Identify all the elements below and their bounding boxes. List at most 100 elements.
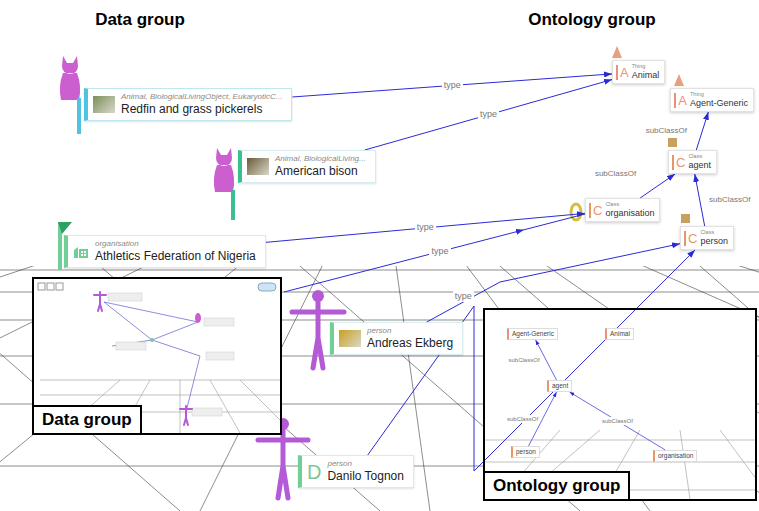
group-label: Ontology group [483,471,630,501]
class-label: person [516,448,536,456]
edge-label: subClassOf [644,126,689,136]
class-label: person [700,236,728,247]
view-button [56,283,63,290]
mini-node [150,338,154,342]
kind-label: Class [605,201,654,208]
view-button [38,283,45,290]
group-title: Ontology group [528,10,655,30]
node-label: Redfin and grass pickerels [121,102,282,117]
node-label: Andreas Ekberg [367,336,453,351]
subclass-edge [695,174,705,226]
type-edge [365,80,612,150]
group-label: Data group [32,405,142,435]
instance-card: personAndreas Ekberg [330,322,463,355]
type-letter: D [307,461,321,483]
view-button [47,283,54,290]
node-label: American bison [275,164,366,179]
edge-label: type [415,222,436,233]
inset-ground [483,308,757,501]
animal-figure [60,56,80,100]
class-card: AThingAnimal [612,60,665,84]
type-label: person [367,326,453,336]
type-label: organisation [95,239,256,249]
class-label: Animal [632,70,660,81]
kind-label: Class [700,229,728,236]
mini-class-card: agent [547,380,572,392]
type-line [284,214,585,292]
class-label: Animal [610,330,630,338]
type-label: Animal, BiologicalLivingObject, Eukaryot… [121,92,282,102]
edge-label: type [453,291,474,302]
type-label: person [327,459,404,469]
figure-stand [77,98,81,134]
edge-label: subClassOf [600,417,635,425]
instance-card: Animal, BiologicalLivingObject, Eukaryot… [84,88,292,121]
class-card: AThingAgent-Generic [670,88,754,112]
inset-panel: Ontology group Agent-Generic Animal agent pe… [483,308,757,501]
thumbnail-image [247,158,269,175]
type-edge [427,244,680,322]
class-card: CClassorganisation [585,198,660,222]
thumbnail-image [93,96,115,113]
mini-card [108,293,142,301]
animal-figure [214,148,234,192]
edge-label: type [442,80,463,91]
type-label: Animal, BiologicalLiving... [275,154,366,164]
node-label: Danilo Tognon [327,469,404,484]
instance-card: organisationAthletics Federation of Nige… [64,235,266,268]
instance-card: Animal, BiologicalLiving...American biso… [238,150,376,183]
class-label: organisation [658,452,693,460]
inset-ground [32,277,282,435]
mini-class-card: organisation [653,450,697,462]
mini-card [192,408,222,416]
mini-class-card: person [511,446,540,458]
type-badge: C [684,231,697,246]
edge-label: type [429,246,450,257]
class-icon [681,214,690,223]
edge-label: subClassOf [505,415,540,423]
class-label: agent [552,382,568,390]
class-label: agent [688,160,711,171]
class-card: CClassagent [668,150,717,174]
edge-label: subClassOf [593,169,638,179]
node-label: Athletics Federation of Nigeria [95,249,256,264]
mini-class-card: Animal [605,328,634,340]
inset-links [104,302,200,412]
kind-label: Thing [690,91,748,98]
flag-figure [58,222,72,234]
mini-class-card: Agent-Generic [507,328,558,340]
thumbnail-image [339,330,361,347]
type-edge [266,213,585,242]
class-label: Agent-Generic [690,98,748,109]
edge-label: subClassOf [707,195,752,205]
class-label: organisation [605,208,654,219]
organisation-icon [73,245,89,259]
mini-card [206,352,234,360]
type-badge: A [616,65,629,80]
edge-label: subClassOf [507,356,542,364]
class-icon [668,138,677,147]
class-card: CClassperson [680,226,734,250]
mini-card [116,342,146,350]
kind-label: Class [688,153,711,160]
mini-card [204,318,234,326]
subclass-edge [570,392,666,450]
instance-card: DpersonDanilo Tognon [298,455,414,488]
subclass-edge [696,112,708,150]
floor-grid [0,266,759,511]
type-badge: A [674,93,687,108]
class-icon [612,46,622,58]
type-badge: C [672,155,685,170]
organisation-icon-shape [74,247,88,258]
kind-label: Thing [632,63,660,70]
subclass-edge [368,250,695,471]
class-label: Agent-Generic [512,330,554,338]
edge-label: type [478,109,499,120]
subclass-edge [640,174,675,198]
toggle-switch [258,283,276,291]
type-badge: C [589,203,602,218]
group-title: Data group [95,10,185,30]
inset-panel: Data group [32,277,282,435]
mini-figure [195,313,201,323]
class-icon [674,74,684,86]
